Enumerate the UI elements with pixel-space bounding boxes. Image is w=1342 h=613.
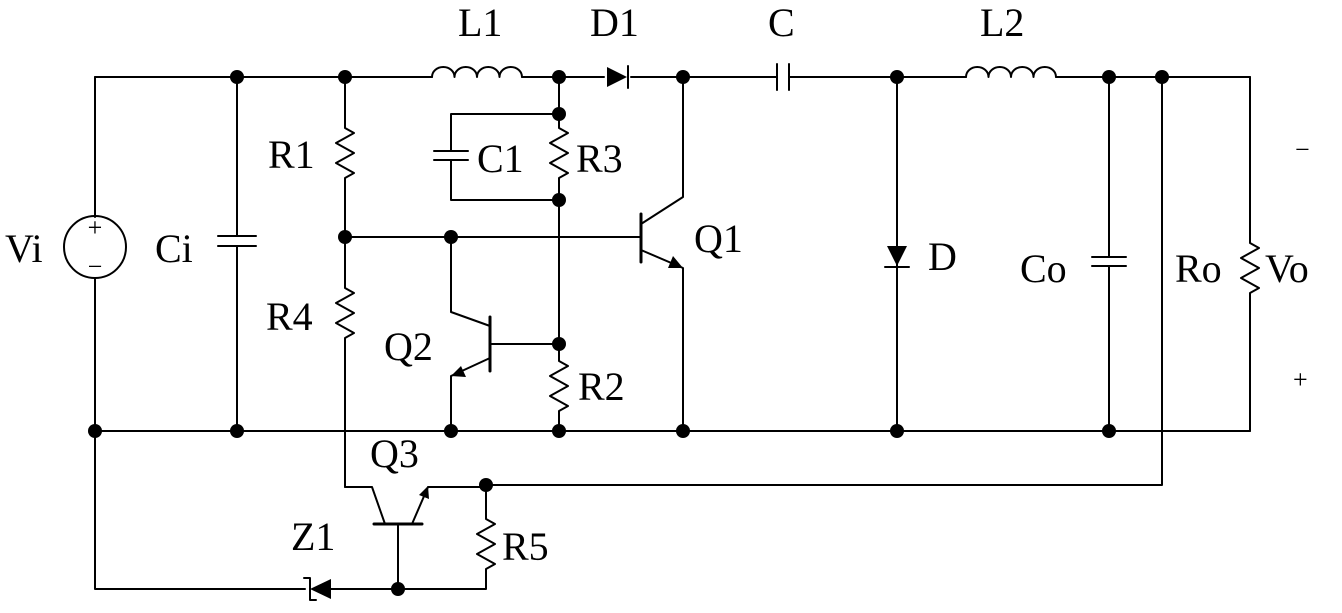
- r2-label: R2: [578, 364, 625, 409]
- r5-label: R5: [502, 524, 549, 569]
- r1-label: R1: [268, 132, 315, 177]
- transistor-q1: [641, 77, 683, 431]
- c-label: C: [768, 0, 795, 45]
- inductor-l2: [966, 67, 1056, 77]
- c1-label: C1: [477, 136, 524, 181]
- zener-diode-z1: [304, 578, 398, 600]
- capacitor-co: [1092, 77, 1126, 431]
- l1-label: L1: [458, 0, 502, 45]
- co-label: Co: [1020, 246, 1067, 291]
- inductor-l1: [432, 67, 522, 77]
- r3-label: R3: [576, 136, 623, 181]
- diode-d: [885, 77, 909, 431]
- junction-dots: [88, 70, 1169, 596]
- transistor-q2: [451, 237, 559, 431]
- vi-label: Vi: [5, 226, 43, 271]
- capacitor-ci: [218, 77, 256, 431]
- transistor-q3: [345, 486, 486, 589]
- q2-label: Q2: [384, 324, 433, 369]
- diode-d1: [607, 66, 628, 88]
- resistor-r3: [550, 114, 568, 200]
- vi-plus-sign: +: [88, 213, 103, 242]
- vo-minus-sign: −: [1295, 135, 1310, 164]
- ci-label: Ci: [155, 226, 193, 271]
- q1-label: Q1: [694, 216, 743, 261]
- vo-label: Vo: [1265, 246, 1309, 291]
- vo-plus-sign: +: [1293, 365, 1308, 394]
- resistor-ro: [1241, 77, 1259, 431]
- ro-label: Ro: [1175, 246, 1222, 291]
- resistor-r1: [336, 77, 354, 237]
- resistor-r5: [398, 485, 495, 589]
- q3-label: Q3: [370, 431, 419, 476]
- resistor-r2: [550, 344, 568, 431]
- r4-label: R4: [266, 294, 313, 339]
- capacitor-c: [777, 64, 789, 90]
- l2-label: L2: [980, 0, 1024, 45]
- z1-label: Z1: [291, 514, 335, 559]
- d1-label: D1: [590, 0, 639, 45]
- vi-minus-sign: −: [88, 252, 103, 281]
- d-label: D: [928, 234, 957, 279]
- resistor-r4: [336, 237, 354, 487]
